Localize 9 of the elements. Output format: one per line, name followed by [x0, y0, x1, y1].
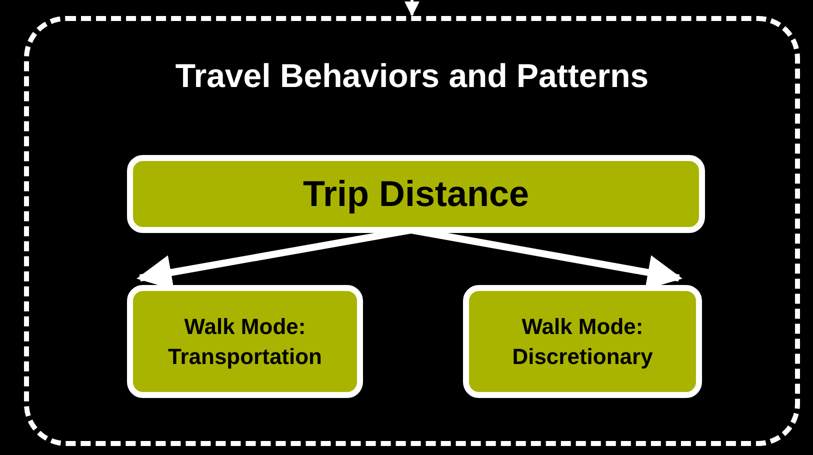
dashed-group-frame: [24, 16, 800, 446]
process-box: [127, 285, 363, 398]
box-label: Trip Distance: [302, 172, 530, 216]
box-label: Walk Mode: Discretionary: [511, 312, 654, 371]
process-box: [127, 155, 705, 233]
box-label: Walk Mode: Transportation: [166, 312, 323, 371]
arrow: [404, 0, 420, 16]
group-title: Travel Behaviors and Patterns: [175, 57, 649, 95]
process-box: [463, 285, 702, 398]
